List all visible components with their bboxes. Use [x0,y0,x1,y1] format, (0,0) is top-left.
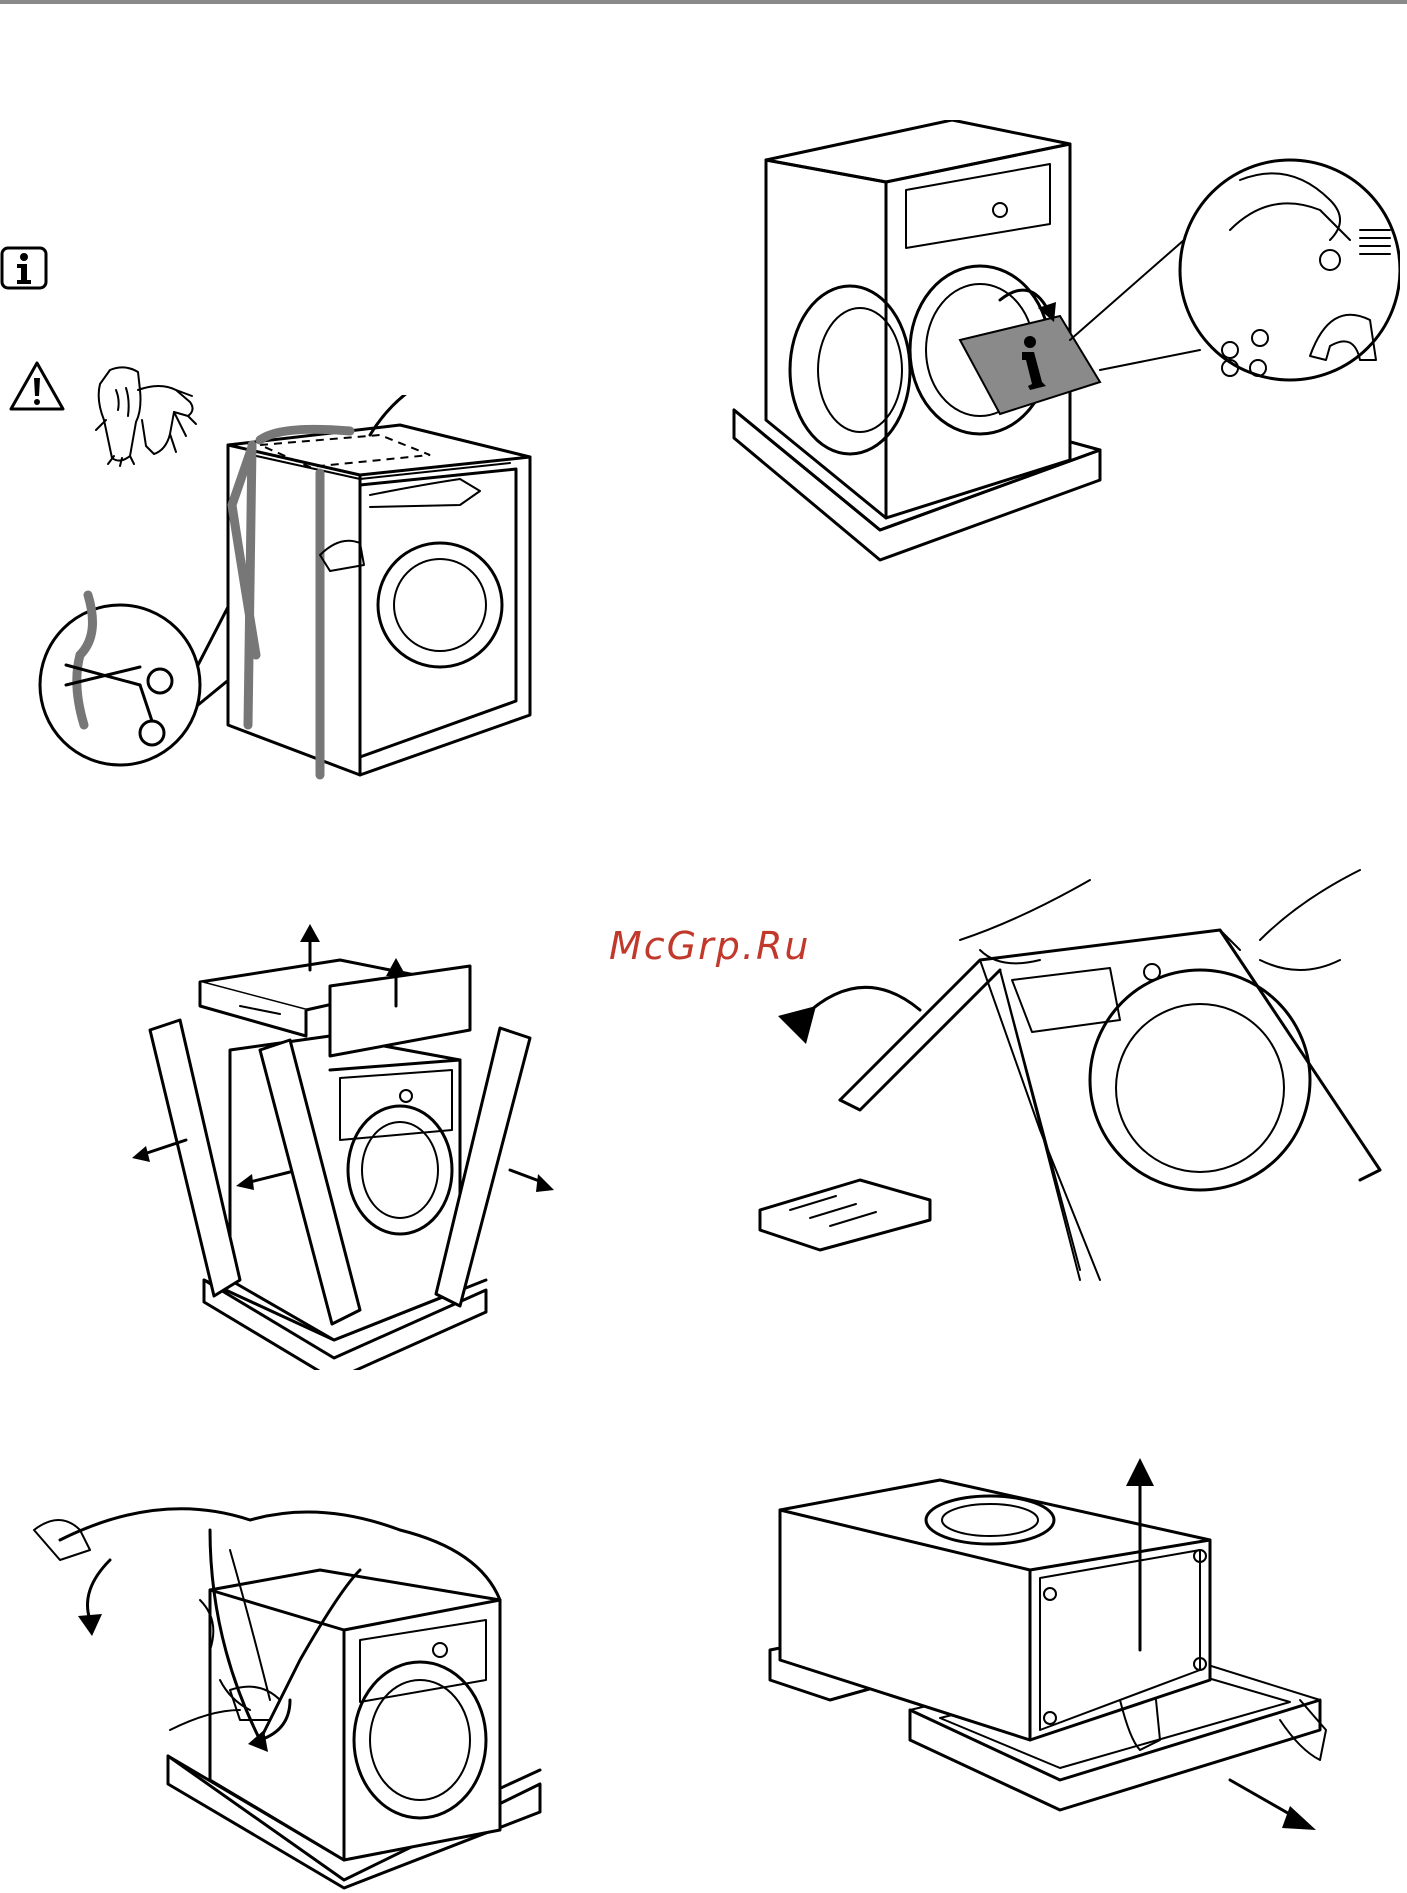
step-remove-straps-illustration [20,395,560,805]
top-rule [0,0,1407,4]
info-icon [0,246,50,290]
accessories-detail-circle [1180,160,1400,380]
step-remove-accessories-illustration [730,120,1400,570]
step-lift-machine-illustration [760,1400,1400,1890]
step-tilt-machine-illustration [740,840,1400,1300]
step-remove-plastic-cover-illustration [20,1440,580,1890]
step-remove-packaging-pieces-illustration [130,910,560,1370]
detail-circle [40,605,200,765]
